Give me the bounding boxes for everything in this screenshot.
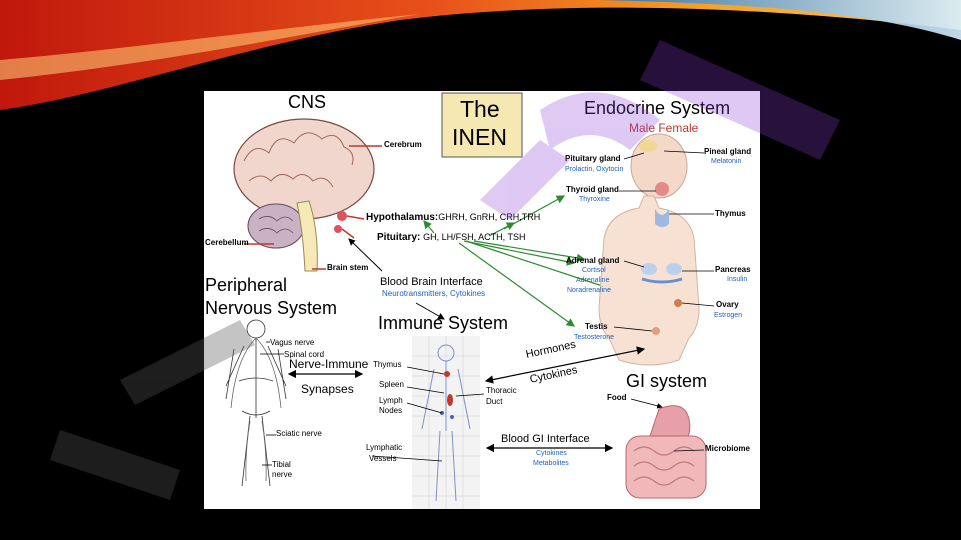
thyroid-gland-label: Thyroid gland (566, 185, 619, 194)
thymus-endo-label: Thymus (715, 209, 746, 218)
ovary-label: Ovary (716, 300, 739, 309)
hormones-arrow (484, 346, 646, 384)
pituitary-hormones: GH, LH/FSH, ACTH, TSH (423, 232, 526, 242)
food-label: Food (607, 393, 627, 402)
endocrine-title: Endocrine System (584, 98, 731, 118)
ovary-hormone: Estrogen (714, 312, 743, 319)
lymph-label-1: Lymph (379, 396, 403, 405)
testis-label: Testis (585, 322, 608, 331)
vagus-label: Vagus nerve (270, 338, 315, 347)
pns-leaders (260, 341, 284, 466)
bbb-arrow-up (348, 238, 383, 272)
synapses-line-2: Synapses (301, 382, 354, 396)
adrenal-gland-label: Adrenal gland (566, 256, 620, 265)
bbb-arrow-down (415, 302, 445, 320)
title-box (441, 92, 523, 158)
connector-layer (225, 92, 715, 509)
gi-metabolites: Metabolites (533, 460, 569, 467)
nervous-system-body (225, 319, 287, 487)
pineal-hormone: Melatonin (711, 158, 742, 165)
title-line-1: The (460, 96, 500, 122)
gi-title: GI system (626, 371, 708, 391)
pituitary-gland-hormones: Prolactin, Oxytocin (565, 166, 624, 173)
lymphatic-label-1: Lymphatic (366, 443, 403, 452)
microbiome-label: Microbiome (705, 444, 750, 453)
endocrine-body-illustration (598, 133, 700, 366)
thoracic-label-2: Duct (486, 397, 503, 406)
food-arrow (630, 398, 663, 409)
spinal-label: Spinal cord (284, 350, 325, 359)
adrenal-h2: Adrenaline (576, 277, 610, 284)
cns-title: CNS (288, 92, 327, 112)
thoracic-label-1: Thoracic (486, 386, 517, 395)
gi-interface-title: Blood GI Interface (501, 433, 590, 445)
pns-title-line-1: Peripheral (205, 275, 288, 295)
pituitary-label: Pituitary: (377, 232, 421, 243)
title-line-2: INEN (452, 124, 507, 150)
pancreas-hormone: Insulin (727, 276, 748, 283)
gi-cytokines: Cytokines (536, 450, 567, 457)
immune-title: Immune System (378, 313, 509, 333)
brain-illustration (233, 118, 375, 272)
lymphatic-label-2: Vessels (369, 454, 397, 463)
tibial-label-1: Tibial (272, 460, 291, 469)
spleen-label: Spleen (379, 380, 404, 389)
bbb-title: Blood Brain Interface (380, 276, 483, 288)
immune-body-illustration (412, 336, 480, 509)
tibial-label-2: nerve (272, 470, 293, 479)
endocrine-leaders (613, 150, 715, 332)
diagram-panel: The INEN CNS Cerebrum Cerebellum Brain s… (204, 91, 760, 509)
lymph-label-2: Nodes (379, 406, 403, 415)
immune-thymus-label: Thymus (373, 360, 402, 369)
pancreas-label: Pancreas (715, 265, 751, 274)
endocrine-subtitle: Male Female (629, 121, 699, 135)
pns-title-line-2: Nervous System (205, 298, 338, 318)
pituitary-row: Pituitary: GH, LH/FSH, ACTH, TSH (377, 232, 525, 243)
immune-leaders (406, 366, 485, 414)
cerebellum-label: Cerebellum (205, 238, 249, 247)
sciatic-label: Sciatic nerve (276, 429, 322, 438)
gi-illustration (625, 405, 707, 499)
adrenal-h3: Noradrenaline (567, 287, 611, 294)
pineal-gland-label: Pineal gland (704, 147, 752, 156)
adrenal-h1: Cortisol (582, 267, 606, 274)
thyroid-hormone: Thyroxine (579, 196, 610, 203)
lymphatic-leader (371, 455, 443, 462)
bbb-sub: Neurotransmitters, Cytokines (382, 289, 486, 298)
hypothalamus-row: Hypothalamus:GHRH, GnRH, CRH,TRH (366, 212, 540, 223)
hypothalamus-label: Hypothalamus: (366, 212, 439, 223)
microbiome-leader (673, 449, 705, 452)
testis-hormone: Testosterone (574, 334, 615, 341)
hypothalamus-hormones: GHRH, GnRH, CRH,TRH (438, 212, 541, 222)
brainstem-label: Brain stem (327, 263, 369, 272)
pituitary-gland-label: Pituitary gland (565, 154, 621, 163)
hypothalamus-leader (346, 215, 365, 220)
cerebrum-label: Cerebrum (384, 140, 422, 149)
pituitary-leader (341, 228, 355, 239)
synapses-line-1: Nerve-Immune (289, 357, 369, 371)
